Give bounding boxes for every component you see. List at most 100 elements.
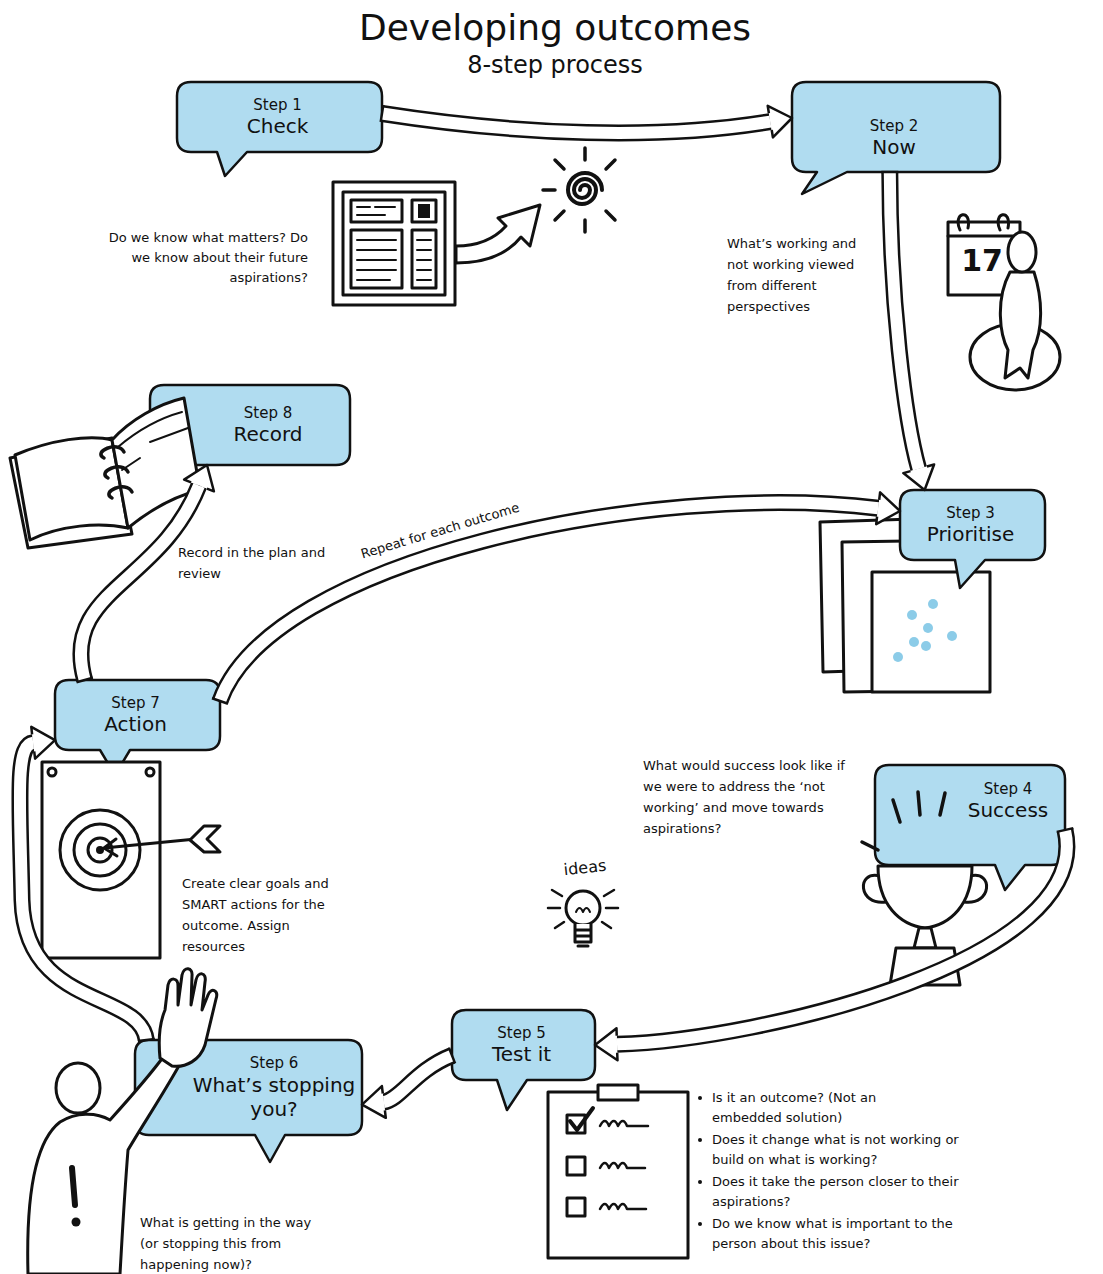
dart-fletching: [190, 826, 220, 852]
hollow-arrow: [456, 205, 540, 263]
step-name: Action: [104, 712, 167, 736]
step-number: Step 4: [984, 780, 1032, 799]
step-name: Success: [968, 798, 1049, 822]
person-head: [56, 1063, 100, 1113]
arrow-head: [362, 1086, 386, 1118]
step-name: What’s stopping you?: [190, 1073, 358, 1121]
arrow-head-fill: [31, 727, 55, 759]
arrow-cap: [138, 1039, 155, 1041]
bullet-item: Do we know what is important to the pers…: [712, 1214, 964, 1254]
question-note: Do we know what matters? Do we know abou…: [103, 228, 308, 288]
alert-mark: [72, 1168, 75, 1205]
raised-hand: [159, 969, 216, 1067]
arrow-head-fill: [903, 465, 934, 491]
step-number: Step 1: [253, 96, 301, 115]
target-ring: [74, 824, 126, 876]
board-pin: [146, 768, 154, 776]
note-text: Create clear goals and SMART actions for…: [182, 873, 354, 957]
step-bubble: Step 1Check: [177, 82, 382, 152]
priority-dot: [921, 641, 931, 651]
subtitle: 8-step process: [255, 50, 855, 80]
note-text: What is getting in the way (or stopping …: [140, 1212, 314, 1274]
step-number: Step 6: [250, 1054, 298, 1073]
priority-dot: [893, 652, 903, 662]
note-text: What’s working and not working viewed fr…: [727, 233, 877, 317]
arrow-cap: [381, 105, 384, 122]
priority-dot: [909, 637, 919, 647]
arrow-outline: [220, 503, 878, 701]
arrow-head: [31, 727, 55, 759]
board-pin: [48, 768, 56, 776]
calendar-date: 17: [957, 244, 1007, 278]
flow-arrow: [362, 1048, 455, 1118]
arrow-body: [617, 830, 1067, 1044]
note-text: What would success look like if we were …: [643, 755, 855, 839]
arrow-head: [903, 465, 934, 491]
flow-arrow: [20, 727, 155, 1041]
bullet-dot: [698, 1222, 702, 1226]
step-bubble: Step 7Action: [55, 680, 220, 750]
arrow-head-fill: [876, 492, 900, 524]
step-name: Now: [872, 135, 916, 159]
calendar-strip: [948, 215, 1020, 236]
trophy-stem: [914, 928, 936, 948]
bullet-item: Does it take the person closer to their …: [712, 1172, 974, 1212]
priority-dot: [928, 599, 938, 609]
arrow-cap: [77, 678, 93, 682]
arrow-body: [20, 743, 146, 1040]
priority-dot: [907, 610, 917, 620]
arrow-body: [890, 172, 919, 469]
flow-arrow: [212, 492, 900, 703]
flow-arrow: [881, 172, 934, 490]
step-bubble: Step 4Success: [875, 765, 1065, 865]
speech-bubble: [177, 82, 382, 176]
arrow-cap: [449, 1048, 455, 1064]
step-name: Prioritise: [927, 522, 1015, 546]
step-bubble: Step 5Test it: [452, 1010, 595, 1080]
step-number: Step 5: [497, 1024, 545, 1043]
diagram-title: Developing outcomes: [205, 6, 905, 50]
arrow-outline: [81, 486, 199, 681]
trophy-rays: [862, 792, 945, 850]
arrow-outline: [890, 172, 919, 469]
binder-lines: [118, 412, 188, 470]
step-bubble: Step 3Prioritise: [900, 490, 1045, 560]
bulb-filament: [576, 908, 590, 912]
target-board: [42, 762, 160, 958]
arrow-head: [184, 465, 214, 491]
priority-dot: [923, 623, 933, 633]
step-number: Step 8: [244, 404, 292, 423]
idea-spiral: [568, 173, 602, 204]
step-number: Step 3: [946, 504, 994, 523]
arrow-head: [876, 492, 900, 524]
arrow-outline: [20, 743, 146, 1040]
alert-dot: [72, 1218, 81, 1227]
person-head: [1008, 232, 1036, 272]
sun-rays: [543, 148, 615, 232]
document-photo: [418, 204, 430, 218]
arrow-cap: [881, 171, 898, 174]
arrow-outline: [617, 830, 1067, 1044]
arrow-cap: [1057, 828, 1074, 832]
edge-label: Repeat for each outcome: [359, 500, 521, 563]
arrow-body: [382, 114, 770, 133]
arrow-head-fill: [768, 106, 792, 138]
arrow-body: [220, 503, 878, 701]
bullet-item: Is it an outcome? (Not an embedded solut…: [712, 1088, 917, 1128]
arrow-cap: [212, 698, 228, 704]
document-sheet: [333, 182, 455, 305]
target-ring: [60, 810, 140, 890]
bullet-dot: [698, 1096, 702, 1100]
trophy-cup: [878, 866, 972, 928]
arrow-body: [384, 1056, 452, 1103]
bulb-base: [575, 924, 591, 946]
bulb-glass: [566, 891, 600, 925]
step-name: Test it: [492, 1042, 551, 1066]
bulb-rays: [548, 890, 618, 928]
arrow-outline: [382, 114, 770, 133]
arrow-outline: [384, 1056, 452, 1103]
